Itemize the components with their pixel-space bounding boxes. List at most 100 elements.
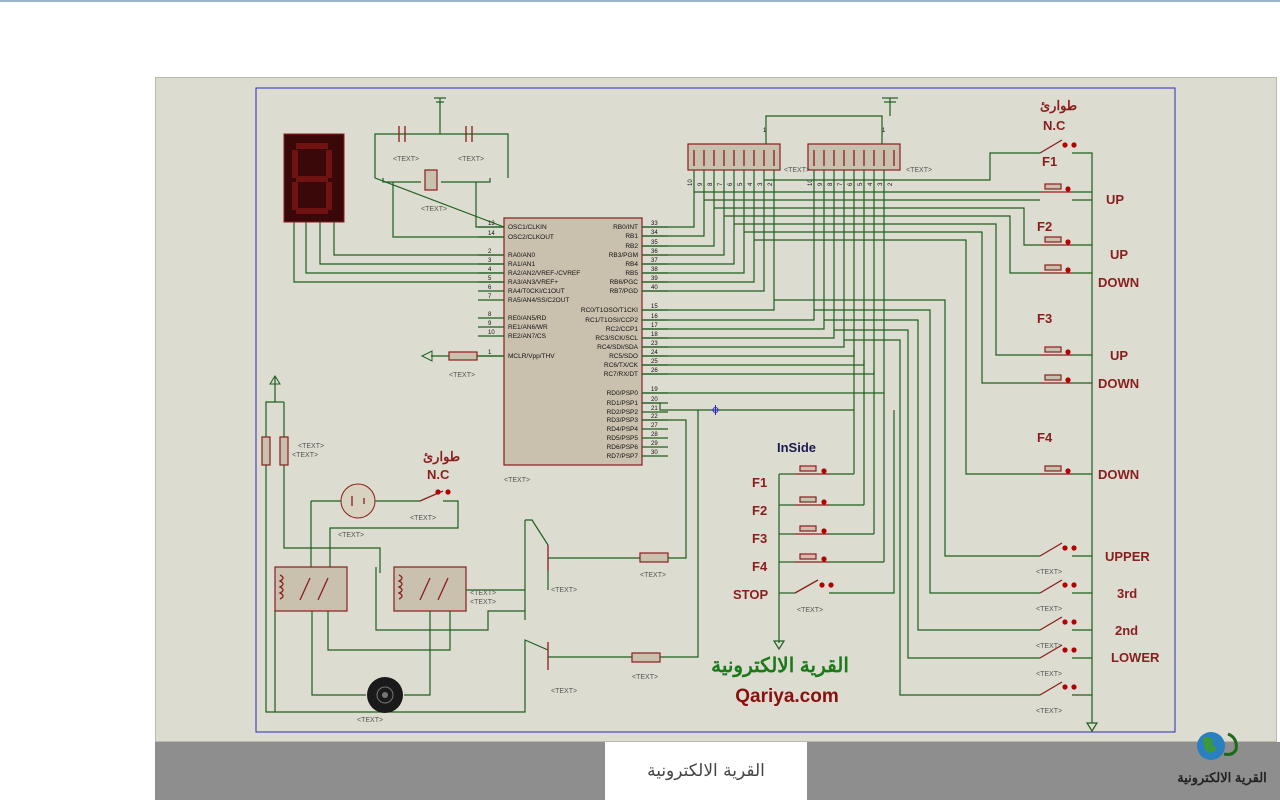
text-placeholder-x1: <TEXT>: [421, 206, 447, 213]
mcu-pin-number: 30: [651, 450, 658, 456]
mclr-resistor: [420, 350, 504, 362]
mcu-pin-name: RA1/AN1: [508, 261, 535, 268]
stop-switch[interactable]: [794, 579, 834, 594]
mcu-pin-number: 14: [488, 231, 495, 237]
switch-terminal: [1071, 684, 1077, 690]
button-terminal: [821, 556, 827, 562]
mcu-pin-number: 36: [651, 249, 658, 255]
floor-push-button[interactable]: [1040, 346, 1072, 356]
mcu-pin-number: 8: [488, 312, 492, 318]
button-terminal: [1065, 267, 1071, 273]
emergency-left-nc: N.C: [427, 467, 450, 482]
limit-switch-placeholder: <TEXT>: [1036, 671, 1062, 678]
crosshair-cursor: [711, 405, 720, 415]
rn2-pin-number: 3: [878, 182, 884, 186]
switch-terminal: [1062, 582, 1068, 588]
mcu-pin-name: RB7/PGD: [609, 288, 638, 295]
mcu-pin-number: 34: [651, 230, 658, 236]
mcu-pin-number: 2: [488, 249, 492, 255]
watermark-domain: Qariya.com: [735, 686, 839, 707]
floor-push-button[interactable]: [1040, 183, 1072, 193]
mcu-pin-number: 24: [651, 350, 658, 356]
limit-switch[interactable]: <TEXT>: [1036, 579, 1077, 613]
mcu-right-pins: 33RB0/INT34RB135RB236RB3/PGM37RB438RB539…: [581, 221, 668, 460]
f2-label: F2: [1037, 219, 1052, 234]
mcu-pin-name: RC6/TX/CK: [604, 362, 639, 369]
floor-push-button[interactable]: [1040, 465, 1072, 475]
inside-f4-label: F4: [752, 559, 768, 574]
switch-blade: [1039, 579, 1063, 594]
inside-push-button[interactable]: [795, 496, 829, 506]
rn1-pin-number: 7: [718, 182, 724, 186]
rn2-pin1: 1: [882, 128, 886, 134]
limit-switch[interactable]: <TEXT>: [1036, 542, 1077, 576]
button-terminal: [1065, 377, 1071, 383]
mcu-pin-number: 4: [488, 267, 492, 273]
switch-terminal: [1062, 684, 1068, 690]
mcu-pin-name: RC7/RX/DT: [604, 371, 638, 378]
mcu-pin-name: RA5/AN4/SS/C2OUT: [508, 297, 569, 304]
f1-up-label: UP: [1106, 192, 1124, 207]
floor-push-button[interactable]: [1040, 374, 1072, 384]
rn2-pin-number: 7: [838, 182, 844, 186]
mcu-pin-number: 37: [651, 258, 658, 264]
text-placeholder-r1: <TEXT>: [298, 443, 324, 450]
emergency-nc-switch[interactable]: [1039, 139, 1077, 154]
text-placeholder-c1: <TEXT>: [393, 156, 419, 163]
switch-terminal: [828, 582, 834, 588]
floor-push-button[interactable]: [1040, 236, 1072, 246]
site-logo: القرية الالكترونية: [1166, 728, 1278, 792]
logo-text: القرية الالكترونية: [1177, 770, 1267, 785]
button-terminal: [821, 499, 827, 505]
f4-down-label: DOWN: [1098, 467, 1139, 482]
mcu-pin-name: RC5/SDO: [609, 353, 638, 360]
switch-blade: [1039, 542, 1063, 557]
limit-switch[interactable]: <TEXT>: [1036, 616, 1077, 650]
mcu-pin-name: RD1/PSP1: [607, 400, 639, 407]
text-placeholder-rq1: <TEXT>: [640, 572, 666, 579]
switch-blade: [1039, 644, 1063, 659]
limit-switch[interactable]: <TEXT>: [1036, 644, 1077, 678]
button-terminal: [1065, 239, 1071, 245]
floor-push-button[interactable]: [1040, 264, 1072, 274]
mcu-pin-number: 16: [651, 314, 658, 320]
inside-wires: [772, 410, 895, 651]
mcu-pin-number: 25: [651, 359, 658, 365]
mcu-pin-name: RB1: [625, 233, 638, 240]
mcu-pin-number: 35: [651, 240, 658, 246]
inside-push-button[interactable]: [795, 553, 829, 563]
button-cap: [1044, 374, 1062, 381]
mcu-pin-number: 17: [651, 323, 658, 329]
text-placeholder-q2: <TEXT>: [551, 688, 577, 695]
mcu-pin-name: RA0/AN0: [508, 252, 535, 259]
seven-segment-display: [283, 133, 345, 223]
mcu-pin-number: 27: [651, 423, 658, 429]
inside-push-button[interactable]: [795, 465, 829, 475]
mcu-pin-number: 21: [651, 406, 658, 412]
text-placeholder-rn2: <TEXT>: [906, 167, 932, 174]
mcu-pin-name: RD2/PSP2: [607, 409, 639, 416]
watermark-arabic: القرية الالكترونية: [711, 655, 849, 678]
switch-blade: [1039, 681, 1063, 696]
rn1-pin-number: 3: [758, 182, 764, 186]
mcu-pin-number: 40: [651, 285, 658, 291]
bus-wires: [642, 152, 1099, 733]
rn2-pin-number: 9: [818, 182, 824, 186]
text-placeholder-rn1: <TEXT>: [784, 167, 810, 174]
switch-terminal: [1062, 545, 1068, 551]
rn1-pin-number: 2: [768, 182, 774, 186]
mcu-pin-name: RD5/PSP5: [607, 435, 639, 442]
footer-tab[interactable]: القرية الالكترونية: [605, 742, 807, 800]
switch-terminal: [1071, 619, 1077, 625]
button-cap: [1044, 183, 1062, 190]
inside-push-button[interactable]: [795, 525, 829, 535]
button-terminal: [1065, 186, 1071, 192]
limit-switch[interactable]: <TEXT>: [1036, 681, 1077, 715]
button-terminal: [821, 468, 827, 474]
text-placeholder-rl2: <TEXT>: [470, 599, 496, 606]
mcu-pin-name: RC4/SDI/SDA: [597, 344, 638, 351]
emergency-nc-label: N.C: [1043, 118, 1066, 133]
button-cap: [799, 553, 817, 560]
text-placeholder-r2: <TEXT>: [292, 452, 318, 459]
